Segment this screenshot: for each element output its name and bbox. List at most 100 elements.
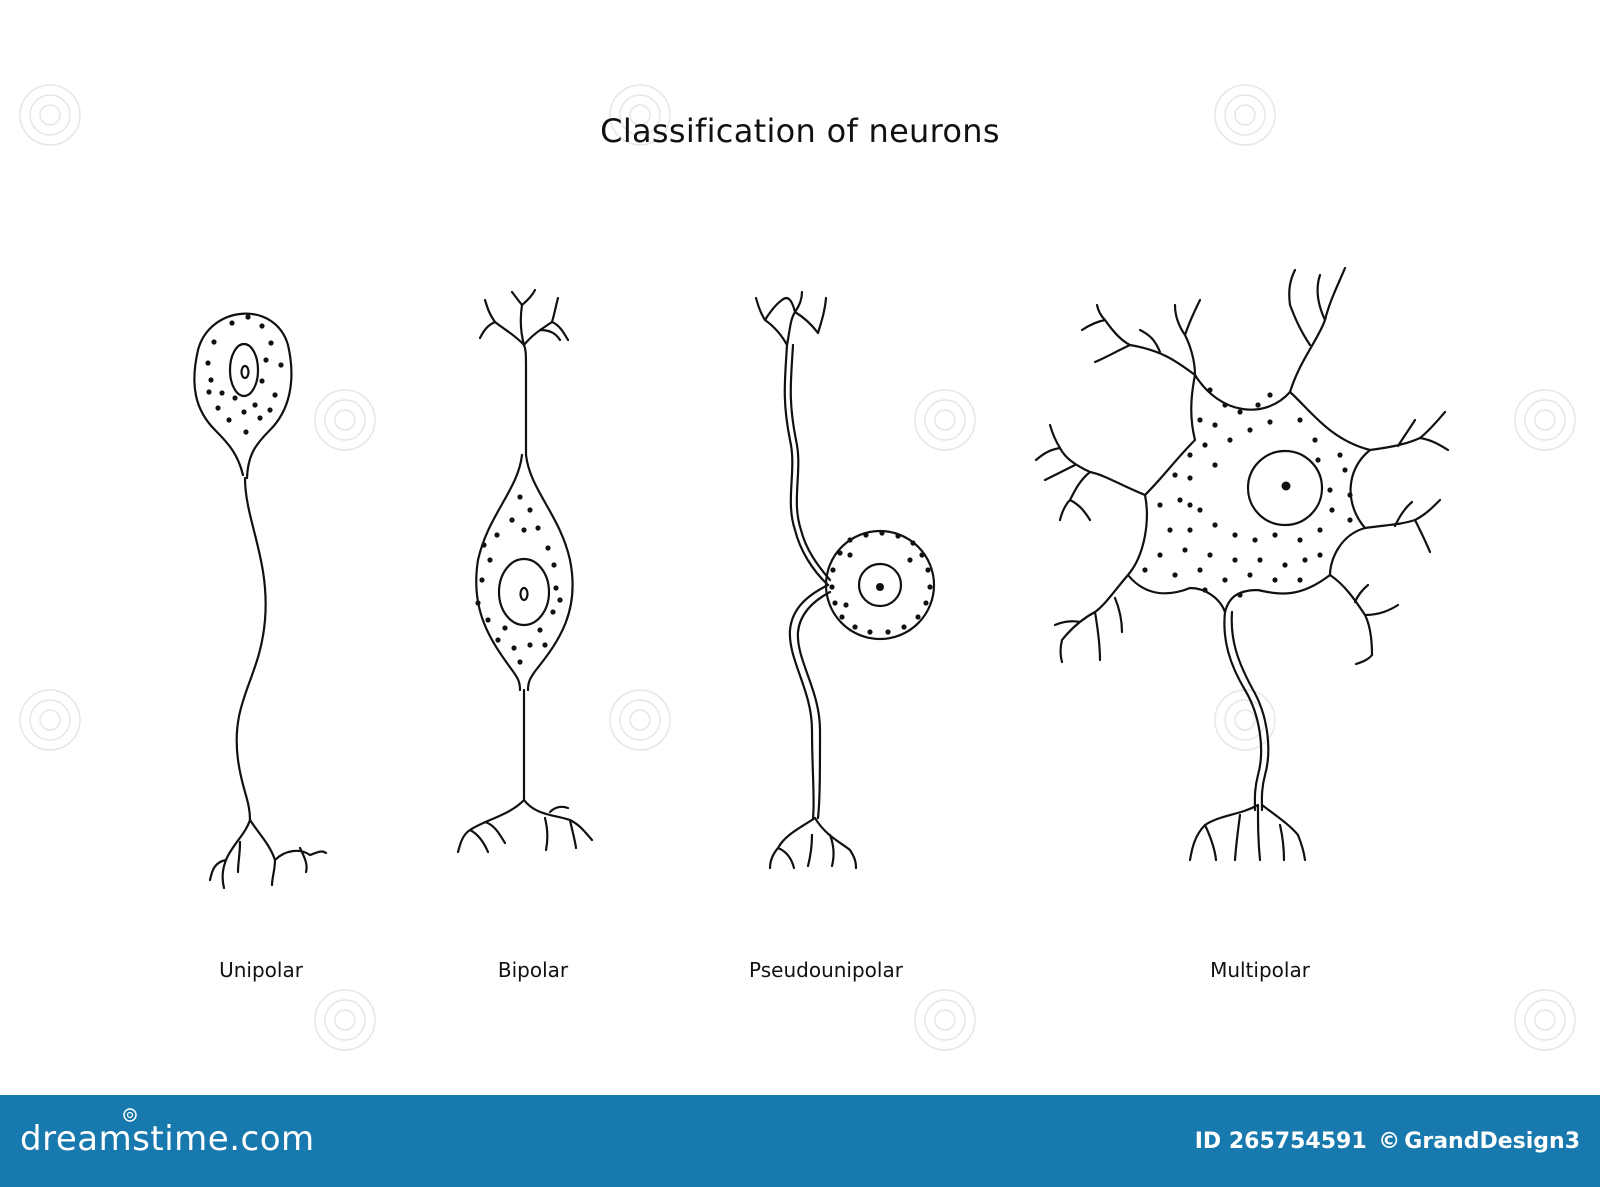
granule-dot [1272,532,1278,538]
granule-dot [205,360,211,366]
granule-dot [1212,422,1218,428]
granule-dot [509,517,515,523]
unipolar-soma-outline [193,312,293,480]
granule-dot [537,627,543,633]
dreamstime-logo[interactable]: dreamstime.com [20,1119,315,1159]
granule-dot [232,395,238,401]
granule-dot [1177,497,1183,503]
granule-dot [553,585,559,591]
granule-dot [1347,517,1353,523]
granule-dot [1337,452,1343,458]
granule-dot [863,532,869,538]
granule-dot [1157,502,1163,508]
granule-dot [879,530,885,536]
granule-dot [1167,527,1173,533]
granule-dot [1232,532,1238,538]
granule-dot [1207,387,1213,393]
granule-dot [1197,507,1203,513]
granule-dot [867,629,873,635]
granule-dot [1142,567,1148,573]
multipolar-dendrite-right [1363,498,1442,554]
granule-dot [511,645,517,651]
granule-dot [257,415,263,421]
granule-dot [847,537,853,543]
granule-dot [1202,587,1208,593]
unipolar-neuron [193,312,328,890]
diagram-title: Classification of neurons [600,112,1000,150]
granule-dot [847,552,853,558]
granule-dot [211,339,217,345]
granule-dot [252,402,258,408]
granule-dot [923,600,929,606]
multipolar-dendrite-left [1034,423,1147,522]
pseudounipolar-granules [829,530,933,635]
granule-dot [494,532,500,538]
granule-dot [1207,552,1213,558]
granule-dot [1342,467,1348,473]
image-id: ID 265754591 [1194,1129,1367,1154]
granule-dot [1197,567,1203,573]
granule-dot [1247,572,1253,578]
granule-dot [1197,417,1203,423]
multipolar-axon-terminals [1188,803,1307,862]
granule-dot [1212,522,1218,528]
multipolar-dendrite-upper-left [1080,298,1202,377]
pseudounipolar-neuron [754,290,936,870]
granule-dot [925,567,931,573]
granule-dot [1237,592,1243,598]
granule-dot [557,597,563,603]
unipolar-granules [205,314,284,435]
granule-dot [272,392,278,398]
granule-dot [907,557,913,563]
granule-dot [915,614,921,620]
granule-dot [542,642,548,648]
granule-dot [1329,507,1335,513]
footer-bar: dreamstime.com ID 265754591 ©GrandDesign… [0,1095,1600,1187]
granule-dot [521,527,527,533]
granule-dot [206,389,212,395]
granule-dot [852,624,858,630]
granule-dot [229,320,235,326]
granule-dot [919,552,925,558]
granule-dot [1157,552,1163,558]
granule-dot [843,602,849,608]
granule-dot [1347,492,1353,498]
bipolar-nucleus [497,557,551,627]
bipolar-dendrite-top [478,288,570,457]
granule-dot [1172,472,1178,478]
granule-dot [479,577,485,583]
unipolar-nucleus [228,342,260,398]
granule-dot [927,584,933,590]
granule-dot [1297,537,1303,543]
diagram-canvas: Classification of neurons [19,84,1576,1051]
unipolar-nucleolus [240,364,250,380]
pseudounipolar-terminal-branches [768,816,858,870]
multipolar-dendrite-upper [1288,266,1347,394]
granule-dot [901,624,907,630]
granule-dot [527,507,533,513]
granule-dot [485,617,491,623]
granule-dot [1222,402,1228,408]
label-multipolar: Multipolar [1210,958,1310,982]
granule-dot [551,562,557,568]
granule-dot [1282,562,1288,568]
granule-dot [245,314,251,320]
multipolar-dendrite-lower-right [1328,573,1400,666]
granule-dot [1237,409,1243,415]
pseudounipolar-nucleolus [876,583,884,591]
granule-dot [1257,557,1263,563]
granule-dot [1187,452,1193,458]
granule-dot [910,540,916,546]
label-unipolar: Unipolar [219,958,303,982]
granule-dot [267,407,273,413]
granule-dot [517,659,523,665]
granule-dot [1297,577,1303,583]
multipolar-granules [1142,387,1353,598]
pseudounipolar-dendrite-top [754,290,828,347]
granule-dot [243,429,249,435]
unipolar-terminal-branches [208,818,328,890]
unipolar-axon [235,476,267,822]
neuron-illustrations [193,266,1450,890]
granule-dot [278,362,284,368]
granule-dot [1187,527,1193,533]
